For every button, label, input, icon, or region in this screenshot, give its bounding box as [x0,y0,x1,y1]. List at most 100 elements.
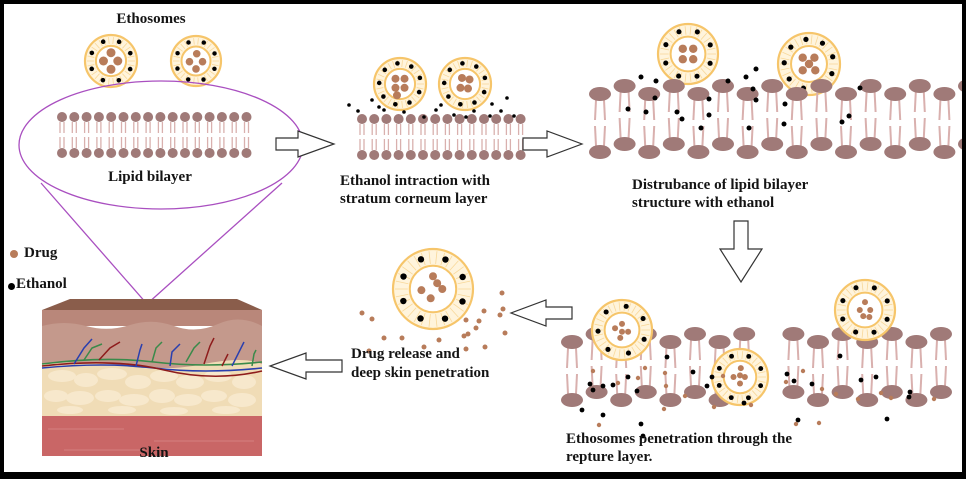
drug-particle [461,333,467,339]
legend-label-drug: Drug [24,245,58,261]
drug-particle [682,393,688,399]
vesicle-lipid [387,63,392,70]
vesicle-lipid [180,72,186,79]
ethanol-particle [694,29,700,35]
ethanol-particle [884,416,890,422]
drug-particle [500,306,506,312]
drug-particle [499,290,505,296]
drug-particle [833,391,839,397]
vesicle-lipid [722,390,729,397]
lipid-head [662,137,685,151]
lipid-head [687,87,710,101]
drug-particle [635,375,641,381]
drug-particle [476,318,482,324]
lipid-tail [594,99,597,121]
vesicle-lipid [631,305,637,314]
lipid-tail [648,365,652,387]
lipid-head [229,112,240,122]
vesicle-lipid [203,40,208,47]
drug-particle [473,325,479,331]
drug-particle [417,286,426,295]
ethanol-particle [809,381,815,387]
drug-particle [798,66,807,75]
ethanol-particle [716,383,722,388]
ethanol-particle [839,119,845,125]
ethanol-particle [116,77,122,83]
lipid-head [479,114,489,124]
legend-item-drug: Drug [10,244,57,262]
vesicle-lipid [726,354,732,362]
vesicle-lipid [404,100,408,107]
drug-particle [810,53,819,62]
ethanol-particle [634,388,640,394]
ethanol-particle [402,110,406,114]
ethanol-particle [474,64,479,69]
vesicle-lipid [108,77,110,85]
ethanol-particle [434,108,438,112]
ethanol-particle [579,407,585,413]
vesicle-lipid [449,260,459,271]
ethanol-particle [376,80,382,86]
drug-particle [400,83,409,92]
vesicle-lipid [428,314,431,327]
ethanol-particle [707,60,713,66]
lipid-tail [618,117,622,139]
lipid-tail [692,125,696,147]
vesicle-lipid [706,47,716,51]
ethanol-particle [89,66,95,72]
fat-cell [95,390,121,402]
vesicle-lipid [612,348,617,357]
ethanol-particle [505,96,509,100]
lipid-head [958,80,962,92]
vesicle-lipid [594,333,604,337]
ethanol-particle [746,125,752,131]
vesicle-lipid [684,73,687,82]
ethanol-particle [89,50,95,56]
vesicle-lipid [402,303,413,312]
drug-particle [369,316,375,322]
vesicle-lipid [127,55,135,58]
drug-particle [106,64,116,74]
free-ethanol-particles [579,353,913,439]
vesicle-lipid [401,100,403,108]
ethanol-particle [447,67,453,73]
drug-particle [866,313,873,320]
lipid-tail [913,117,917,139]
ethanol-particle [788,44,794,50]
lipid-head [69,112,80,122]
vesicle-lipid [722,357,729,364]
lipid-tail [698,365,701,387]
lipid-tail [790,125,794,147]
lipid-head [712,137,734,151]
vesicle-lipid [623,349,626,358]
lipid-head [908,137,931,151]
ethanol-particle [638,421,644,427]
lipid-tail [796,339,800,361]
vesicle-lipid [206,72,212,79]
vesicle-lipid [91,70,98,76]
drug-particle [867,307,874,313]
vesicle-lipid [842,293,850,299]
lipid-head [106,148,117,158]
lipid-head [204,112,215,122]
vesicle-inner [408,264,458,314]
ethanol-particle [871,285,877,291]
ethanol-particle [377,105,381,109]
lipid-head [369,150,380,160]
ethanol-particle [803,36,809,43]
lipid-head [204,148,215,158]
fat-cell [108,406,136,414]
vesicle-lipid [842,321,850,327]
ethanol-particle [347,103,351,107]
arrow-right-2 [522,130,584,158]
vesicle-lipid [757,380,766,383]
lipid-tail [913,91,917,113]
vesicle-lipid [799,36,804,46]
lipid-tail [575,373,578,395]
vesicle-lipid [748,392,754,400]
vesicle-lipid [476,96,482,103]
lipid-tail [766,91,770,113]
drug-particle [464,84,473,93]
lipid-tail [849,125,852,147]
vesicle-lipid [689,73,692,82]
